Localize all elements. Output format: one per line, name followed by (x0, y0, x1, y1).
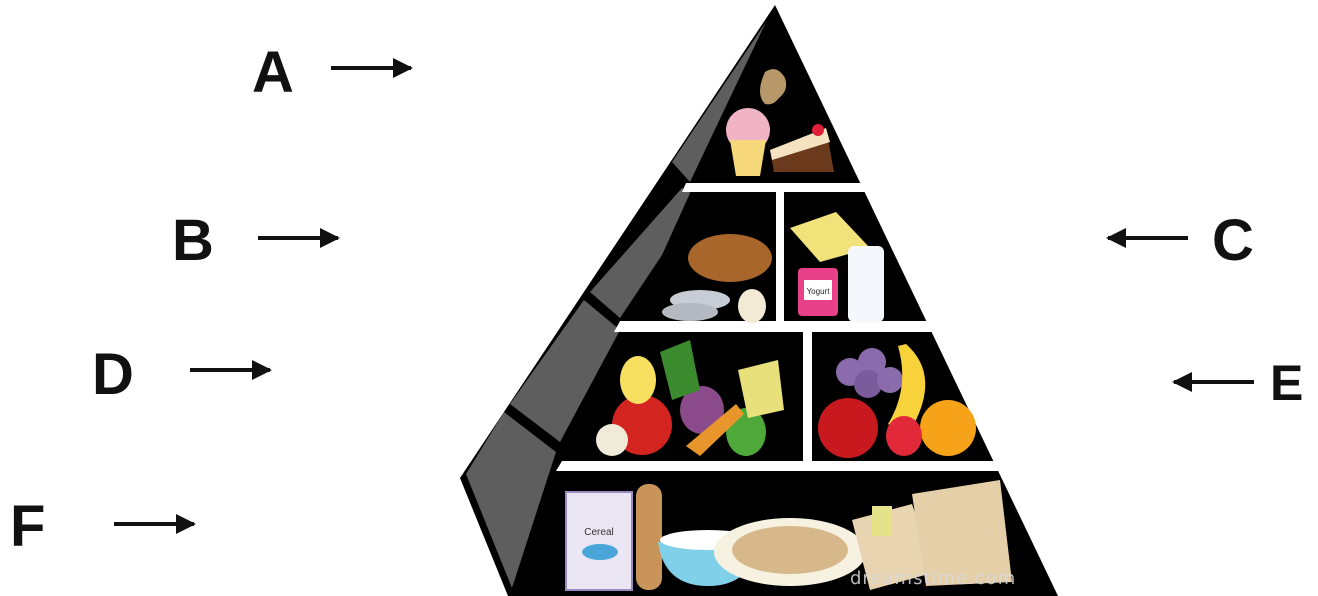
orange (920, 400, 976, 456)
divider-tier-1 (682, 183, 870, 192)
fish-2 (662, 303, 718, 321)
arrow-f (114, 522, 194, 526)
label-d: D (92, 346, 134, 404)
divider-tier-3 (556, 461, 1004, 471)
arrow-a (331, 66, 411, 70)
label-e: E (1270, 358, 1303, 408)
divider-tier-2-split (776, 192, 784, 322)
grape-4 (877, 367, 903, 393)
label-a: A (252, 44, 294, 102)
bread-loaf (636, 484, 662, 590)
cereal-text: Cereal (584, 527, 613, 538)
apple (818, 398, 878, 458)
cereal-box (566, 492, 632, 590)
roast-chicken (688, 234, 772, 282)
cherry (812, 124, 824, 136)
divider-tier-3-split (803, 332, 812, 462)
cupcake-base (730, 140, 766, 176)
garlic (596, 424, 628, 456)
label-f: F (10, 498, 45, 556)
cereal-bowl-graphic (582, 544, 618, 560)
label-c: C (1212, 212, 1254, 270)
label-b: B (172, 212, 214, 270)
egg (738, 289, 766, 323)
milk-glass (848, 246, 884, 322)
arrow-d (190, 368, 270, 372)
watermark: dreamstime.com (850, 568, 1016, 589)
strawberry (886, 416, 922, 456)
dry-pasta (872, 506, 892, 536)
arrow-b (258, 236, 338, 240)
divider-tier-2 (614, 321, 934, 332)
yellow-pepper (620, 356, 656, 404)
pasta (732, 526, 848, 574)
arrow-e (1174, 380, 1254, 384)
yogurt-text: Yogurt (807, 287, 831, 296)
arrow-c (1108, 236, 1188, 240)
